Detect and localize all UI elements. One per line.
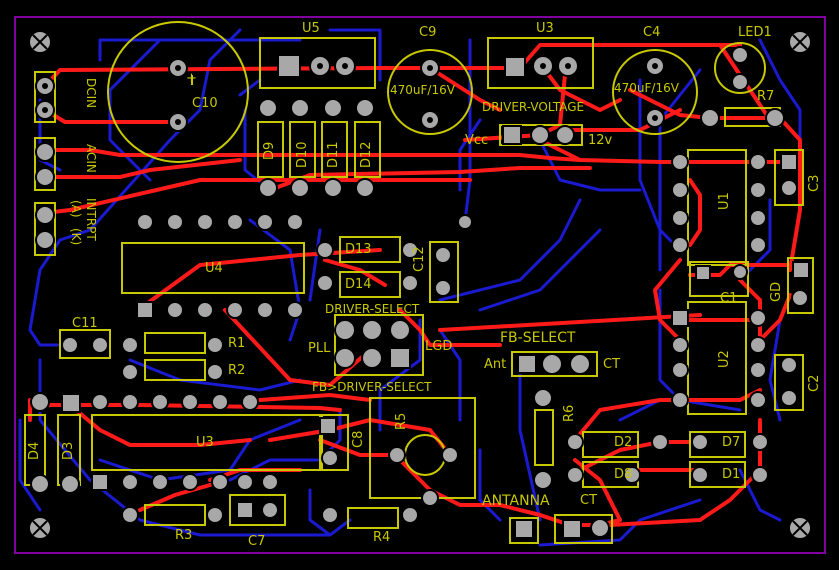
label-c9-value: 470uF/16V [390,83,455,97]
label-r5: R5 [394,412,409,430]
label-c4: C4 [643,25,661,40]
label-u2: U2 [717,350,732,368]
label-d9: D9 [262,141,277,160]
label-12v: 12v [588,133,613,148]
top-traces [28,43,802,527]
label-u4: U4 [205,261,223,276]
label-lgd: LGD [425,339,453,354]
label-c11: C11 [72,316,98,331]
label-led1: LED1 [738,25,772,40]
silkscreen [24,21,814,544]
label-d3: D3 [61,441,76,460]
label-c10-plus: + [186,71,197,86]
label-d13: D13 [345,242,372,257]
label-driver-voltage: DRIVER-VOLTAGE [482,100,585,114]
label-u3-bottom: U3 [196,435,214,450]
label-c2: C2 [807,374,822,392]
label-c10: C10 [192,96,218,111]
label-c7: C7 [248,534,266,549]
label-fb-driver-select: FB>DRIVER-SELECT [312,380,432,394]
label-driver-select: DRIVER-SELECT [325,302,420,316]
label-c3: C3 [807,174,822,192]
label-d10: D10 [295,141,310,168]
label-anode: (A) [69,200,83,218]
label-c9: C9 [419,25,437,40]
label-u1: U1 [717,192,732,210]
label-antanna: ANTANNA [482,493,550,509]
board-outline [14,16,826,554]
label-d8: D8 [614,467,633,482]
label-d14: D14 [345,277,372,292]
label-ct-connector: CT [580,493,598,508]
label-fb-select: FB-SELECT [500,330,576,346]
label-pll: PLL [308,341,331,356]
label-d2: D2 [614,435,633,450]
label-r3: R3 [175,528,193,543]
label-r7: R7 [757,89,775,104]
label-d1: D1 [722,467,741,482]
label-c12: C12 [412,246,427,272]
label-r4: R4 [373,530,391,545]
label-d4: D4 [27,441,42,460]
label-acin: ACIN [84,144,98,173]
label-intrpt: INTRPT [84,198,98,241]
label-u3-top: U3 [536,21,554,36]
label-r2: R2 [228,363,246,378]
label-c1: C1 [720,291,738,306]
label-r1: R1 [228,336,246,351]
label-kathode: (K) [69,228,83,246]
label-c4-value: 470uF/16V [614,81,679,95]
label-ant: Ant [484,357,507,372]
label-r6: R6 [562,404,577,422]
label-d7: D7 [722,435,741,450]
label-d11: D11 [326,141,341,168]
label-u5: U5 [302,21,320,36]
label-c8: C8 [351,430,366,448]
label-gd: GD [769,281,784,302]
label-vcc: Vcc [465,133,489,148]
label-dcin: DCIN [84,78,98,109]
label-d12: D12 [359,141,374,168]
label-ct-select: CT [603,357,621,372]
